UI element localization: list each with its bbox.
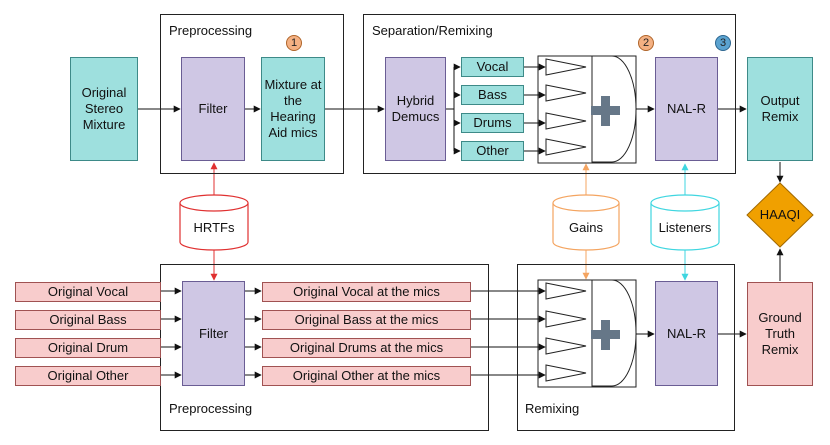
preprocessing-bottom-label: Preprocessing bbox=[169, 401, 253, 416]
ground-truth-remix: Ground Truth Remix bbox=[747, 282, 813, 386]
drums-at-mics: Original Drums at the mics bbox=[262, 338, 471, 358]
gains-database bbox=[552, 194, 620, 251]
separation-group bbox=[363, 14, 736, 174]
remixing-label: Remixing bbox=[525, 401, 580, 416]
top-mixer bbox=[537, 55, 637, 164]
bottom-arrows bbox=[161, 287, 747, 379]
stem-vocal: Vocal bbox=[461, 57, 524, 77]
other-at-mics: Original Other at the mics bbox=[262, 366, 471, 386]
filter-top: Filter bbox=[181, 57, 245, 161]
nalr-top: NAL-R bbox=[655, 57, 718, 161]
haaqi-label: HAAQI bbox=[759, 207, 801, 222]
step-badge-2: 2 bbox=[638, 35, 654, 51]
bottom-mixer bbox=[537, 279, 637, 388]
stem-bass: Bass bbox=[461, 85, 524, 105]
mixture-at-mics: Mixture at the Hearing Aid mics bbox=[261, 57, 325, 161]
listeners-label: Listeners bbox=[658, 220, 712, 235]
original-drum: Original Drum bbox=[15, 338, 161, 358]
original-bass: Original Bass bbox=[15, 310, 161, 330]
step-badge-3: 3 bbox=[715, 35, 731, 51]
hybrid-demucs: Hybrid Demucs bbox=[385, 57, 446, 161]
preprocessing-top-label: Preprocessing bbox=[169, 23, 253, 38]
stem-drums: Drums bbox=[461, 113, 524, 133]
original-vocal: Original Vocal bbox=[15, 282, 161, 302]
separation-label: Separation/Remixing bbox=[372, 23, 493, 38]
filter-bottom: Filter bbox=[182, 281, 245, 386]
remixing-group bbox=[517, 264, 735, 431]
nalr-bottom: NAL-R bbox=[655, 281, 718, 386]
original-other: Original Other bbox=[15, 366, 161, 386]
step-badge-1: 1 bbox=[286, 35, 302, 51]
gains-label: Gains bbox=[569, 220, 603, 235]
bass-at-mics: Original Bass at the mics bbox=[262, 310, 471, 330]
original-stereo-mixture: Original Stereo Mixture bbox=[70, 57, 138, 161]
top-arrows bbox=[138, 63, 784, 281]
output-remix: Output Remix bbox=[747, 57, 813, 161]
haaqi-diamond bbox=[746, 182, 814, 248]
preprocessing-top-group bbox=[160, 14, 344, 174]
stem-other: Other bbox=[461, 141, 524, 161]
hrtfs-label: HRTFs bbox=[193, 220, 235, 235]
vocal-at-mics: Original Vocal at the mics bbox=[262, 282, 471, 302]
